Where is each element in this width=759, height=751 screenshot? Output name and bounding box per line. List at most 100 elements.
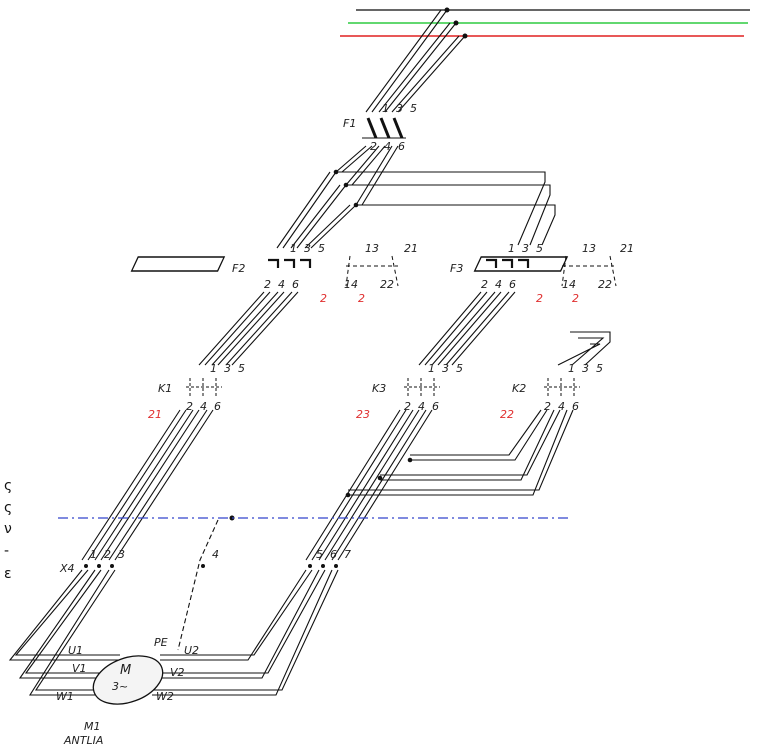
device-f2[interactable]: F2 1 3 5 13 21 2 4 6 14 22 2 2 bbox=[130, 242, 418, 305]
edge-glyph-5: ε bbox=[4, 566, 12, 582]
device-k3[interactable]: K3 1 3 5 2 4 6 23 bbox=[356, 362, 463, 421]
k2-terminal-6: 6 bbox=[572, 400, 579, 413]
x4-terminal-6-point bbox=[321, 564, 325, 568]
wire-k3-to-x4 bbox=[305, 409, 433, 561]
f2-terminal-4: 4 bbox=[278, 278, 285, 291]
k3-terminal-2: 2 bbox=[404, 400, 411, 413]
device-f1[interactable]: F1 1 3 5 2 4 6 bbox=[343, 102, 417, 153]
f3-thermal-elements bbox=[486, 258, 530, 268]
wire-k2-feed bbox=[557, 331, 611, 366]
wire-bus-to-f1 bbox=[365, 9, 466, 113]
k1-terminal-5: 5 bbox=[238, 362, 245, 375]
f2-thermal-block bbox=[130, 256, 226, 272]
f3-aux-contacts bbox=[561, 255, 617, 287]
f1-terminal-6: 6 bbox=[398, 140, 405, 153]
f3-terminal-6: 6 bbox=[509, 278, 516, 291]
f3-terminal-1: 1 bbox=[508, 242, 515, 255]
x4-terminal-4-point bbox=[201, 564, 205, 568]
f1-terminal-1: 1 bbox=[382, 102, 389, 115]
f1-terminal-5: 5 bbox=[410, 102, 417, 115]
x4-terminal-2: 2 bbox=[104, 548, 111, 561]
k2-terminal-5: 5 bbox=[596, 362, 603, 375]
wire-f2-to-k1 bbox=[198, 291, 299, 366]
edge-glyph-2: ς bbox=[4, 500, 12, 516]
k2-ref: 22 bbox=[500, 408, 514, 421]
k1-terminal-1: 1 bbox=[210, 362, 217, 375]
f3-cross-ref-2: 2 bbox=[572, 292, 579, 305]
k2-terminal-3: 3 bbox=[582, 362, 589, 375]
device-k1[interactable]: K1 1 3 5 2 4 6 21 bbox=[148, 362, 245, 421]
f1-contacts bbox=[366, 117, 404, 139]
k3-name: K3 bbox=[372, 382, 386, 395]
x4-terminal-6: 6 bbox=[330, 548, 337, 561]
f3-name: F3 bbox=[450, 262, 463, 275]
f3-aux-13: 13 bbox=[582, 242, 596, 255]
f1-terminal-2: 2 bbox=[370, 140, 377, 153]
edge-glyph-1: ς bbox=[4, 478, 12, 494]
motor-tag: M1 bbox=[84, 720, 101, 733]
k1-terminal-3: 3 bbox=[224, 362, 231, 375]
x4-terminal-4: 4 bbox=[212, 548, 219, 561]
f2-name: F2 bbox=[232, 262, 245, 275]
f2-aux-contacts bbox=[345, 255, 399, 287]
edge-glyph-3: ν bbox=[4, 521, 12, 537]
k3-terminal-3: 3 bbox=[442, 362, 449, 375]
k2-terminal-1: 1 bbox=[568, 362, 575, 375]
junction-d1 bbox=[333, 169, 339, 175]
f3-terminal-3: 3 bbox=[522, 242, 529, 255]
f2-cross-ref-2: 2 bbox=[358, 292, 365, 305]
wire-k1-to-x4 bbox=[81, 409, 214, 561]
wire-x4-to-motor bbox=[8, 519, 339, 696]
x4-terminal-2-point bbox=[97, 564, 101, 568]
terminal-strip-x4[interactable]: X4 1 2 3 4 5 6 7 bbox=[59, 548, 351, 575]
x4-terminal-7-point bbox=[334, 564, 338, 568]
k3-contacts bbox=[404, 378, 440, 396]
motor-terminal-v1: V1 bbox=[72, 662, 87, 675]
k1-contacts bbox=[186, 378, 222, 396]
k3-ref: 23 bbox=[356, 408, 370, 421]
f2-thermal-elements bbox=[268, 258, 312, 268]
f2-aux-14: 14 bbox=[344, 278, 358, 291]
wire-distribution-bus bbox=[336, 171, 556, 246]
left-edge-text: ς ς ν - ε bbox=[4, 478, 12, 582]
k3-terminal-5: 5 bbox=[456, 362, 463, 375]
motor-terminal-u2: U2 bbox=[184, 644, 199, 657]
f1-terminal-3: 3 bbox=[396, 102, 403, 115]
k3-terminal-4: 4 bbox=[418, 400, 425, 413]
x4-terminal-1: 1 bbox=[90, 548, 97, 561]
f1-terminal-4: 4 bbox=[384, 140, 391, 153]
motor-caption: ANTLIA bbox=[63, 734, 103, 747]
wiring bbox=[8, 9, 611, 696]
f2-aux-21: 21 bbox=[404, 242, 418, 255]
junction-d3 bbox=[353, 202, 359, 208]
motor-m1[interactable]: M 3~ PE U1 V1 W1 U2 V2 W2 M1 ANTLIA bbox=[56, 636, 199, 747]
x4-terminal-5-point bbox=[308, 564, 312, 568]
edge-glyph-4: - bbox=[4, 543, 9, 559]
device-f3[interactable]: F3 1 3 5 13 21 2 4 6 14 22 2 2 bbox=[450, 242, 634, 305]
motor-terminal-u1: U1 bbox=[68, 644, 83, 657]
motor-symbol bbox=[92, 655, 164, 705]
device-k2[interactable]: K2 1 3 5 2 4 6 22 bbox=[500, 362, 603, 421]
supply-bus bbox=[340, 7, 750, 39]
f3-aux-14: 14 bbox=[562, 278, 576, 291]
f2-terminal-3: 3 bbox=[304, 242, 311, 255]
k1-name: K1 bbox=[158, 382, 172, 395]
junction-k2-2 bbox=[377, 475, 383, 481]
junction-d2 bbox=[343, 182, 349, 188]
f3-terminal-2: 2 bbox=[481, 278, 488, 291]
f3-aux-21: 21 bbox=[620, 242, 634, 255]
f2-cross-ref-1: 2 bbox=[320, 292, 327, 305]
motor-pe-label: PE bbox=[154, 636, 168, 649]
junction-k2-1 bbox=[407, 457, 413, 463]
x4-terminal-3: 3 bbox=[118, 548, 125, 561]
f2-terminal-2: 2 bbox=[264, 278, 271, 291]
f2-terminal-1: 1 bbox=[290, 242, 297, 255]
motor-terminal-w2: W2 bbox=[156, 690, 174, 703]
f3-terminal-4: 4 bbox=[495, 278, 502, 291]
k1-terminal-2: 2 bbox=[186, 400, 193, 413]
wire-f1-to-distribution bbox=[335, 145, 399, 206]
x4-terminal-5: 5 bbox=[316, 548, 323, 561]
wire-distribution-to-f2 bbox=[276, 171, 357, 249]
x4-name: X4 bbox=[59, 562, 75, 575]
